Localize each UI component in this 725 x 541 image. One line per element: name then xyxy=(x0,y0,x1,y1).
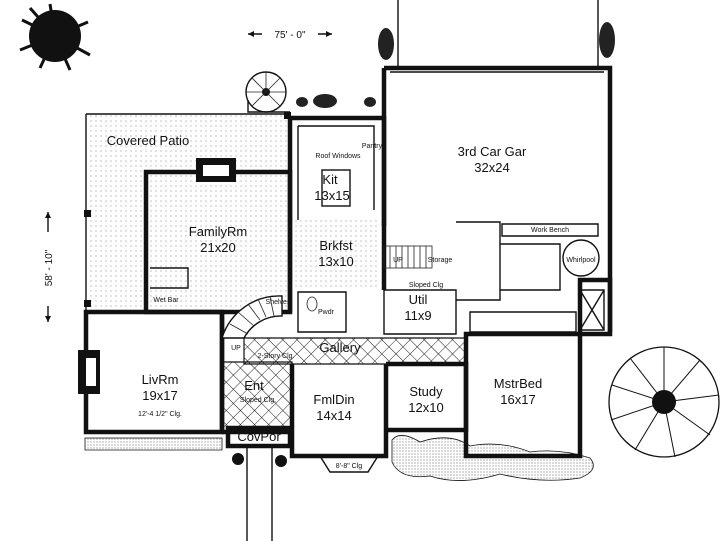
living-room-label: LivRm xyxy=(142,372,179,387)
svg-text:58' - 10": 58' - 10" xyxy=(44,249,55,286)
garage-label: 3rd Car Gar xyxy=(458,144,527,159)
svg-text:75' - 0": 75' - 0" xyxy=(274,30,305,41)
dimension-width: 75' - 0" xyxy=(248,30,332,41)
whirlpool-label: Whirlpool xyxy=(566,257,596,264)
gallery-floor xyxy=(243,337,467,365)
utility-size: 11x9 xyxy=(404,308,431,323)
shelves-label: Shelves xyxy=(266,299,291,306)
covered-porch-label: CovPor xyxy=(237,429,281,444)
living-room-size: 19x17 xyxy=(142,388,177,403)
formal-dining-size: 14x14 xyxy=(316,408,351,423)
tree-right-icon xyxy=(608,346,720,458)
spiral-stair-icon xyxy=(245,71,290,113)
work-bench-label: Work Bench xyxy=(531,227,569,234)
driveway xyxy=(397,0,599,68)
planter-left xyxy=(232,453,244,465)
storage-label: Storage xyxy=(428,257,453,264)
curved-staircase-icon xyxy=(221,295,283,376)
kitchen-size: 13x15 xyxy=(314,188,349,203)
stair-up-icon xyxy=(383,245,433,269)
powder-label: Pwdr xyxy=(318,309,335,316)
stair-up-label: UP xyxy=(393,257,403,264)
pantry-label: Pantry xyxy=(362,143,383,150)
tree-top-left-icon xyxy=(19,3,91,71)
formal-dining-label: FmlDin xyxy=(313,392,354,407)
bay-clg-label: 8'-8" Clg xyxy=(336,463,362,470)
family-room-size: 21x20 xyxy=(200,240,235,255)
covered-patio-label: Covered Patio xyxy=(107,133,189,148)
entry-clg-label: Sloped Clg. xyxy=(240,397,276,404)
staircase-up-label: UP xyxy=(231,345,241,352)
master-bed-size: 16x17 xyxy=(500,392,535,407)
utility-label: Util xyxy=(409,292,428,307)
whirlpool-icon xyxy=(562,239,600,277)
living-room-clg-label: 12'-4 1/2" Clg. xyxy=(138,411,182,418)
gallery-label: Gallery xyxy=(319,340,361,355)
entry-label: Ent xyxy=(244,378,264,393)
study-size: 12x10 xyxy=(408,400,443,415)
breakfast-label: Brkfst xyxy=(319,238,353,253)
hedge-front-left xyxy=(84,437,223,451)
planter-right xyxy=(275,455,287,467)
roof-windows-label: Roof Windows xyxy=(315,153,361,160)
shrubs xyxy=(296,22,615,108)
breakfast-size: 13x10 xyxy=(318,254,353,269)
covered-patio-area xyxy=(84,112,290,312)
study-label: Study xyxy=(409,384,443,399)
wet-bar-label: Wet Bar xyxy=(153,297,179,304)
family-room-label: FamilyRm xyxy=(189,224,248,239)
dimension-depth: 58' - 10" xyxy=(44,212,55,322)
master-bed-label: MstrBed xyxy=(494,376,542,391)
two-story-clg-label: 2-Story Clg. xyxy=(258,353,295,360)
walkway xyxy=(246,448,273,541)
kitchen-label: Kit xyxy=(322,172,338,187)
garage-size: 32x24 xyxy=(474,160,509,175)
sloped-clg-util-label: Sloped Clg xyxy=(409,282,443,289)
